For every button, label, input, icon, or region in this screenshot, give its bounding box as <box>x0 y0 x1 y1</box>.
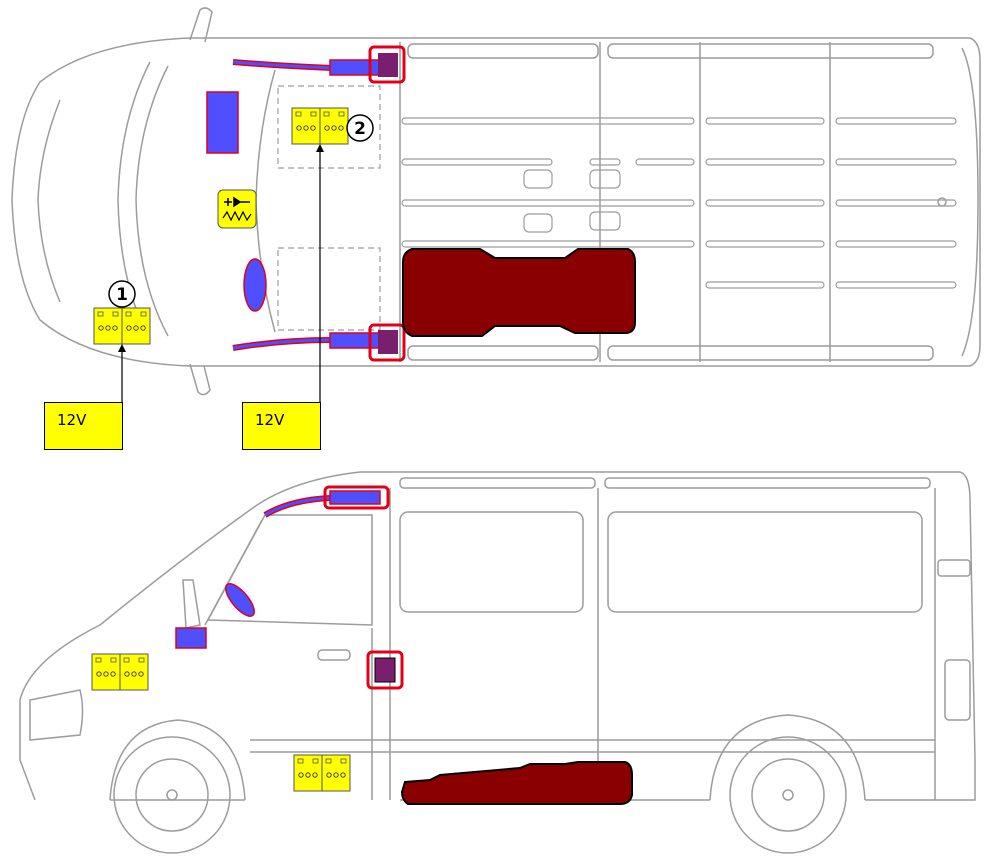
battery-1-label: 12V <box>44 402 123 450</box>
callout-2: 2 <box>354 119 366 139</box>
fuel-tank <box>402 248 636 337</box>
fuel-tank-side <box>400 761 633 805</box>
battery-icon <box>91 653 351 792</box>
side-view-components <box>91 485 633 805</box>
blue-module-top <box>206 91 239 154</box>
side-view <box>19 471 976 854</box>
washer-reservoir <box>243 258 267 312</box>
top-view <box>11 7 981 396</box>
callout-1-circle <box>108 280 136 308</box>
heater-resistor-icon <box>217 189 257 229</box>
battery-2-label: 12V <box>242 402 321 450</box>
callout-2-circle <box>346 114 374 142</box>
callout-1: 1 <box>116 285 128 305</box>
top-view-components: 1 2 <box>93 45 636 402</box>
